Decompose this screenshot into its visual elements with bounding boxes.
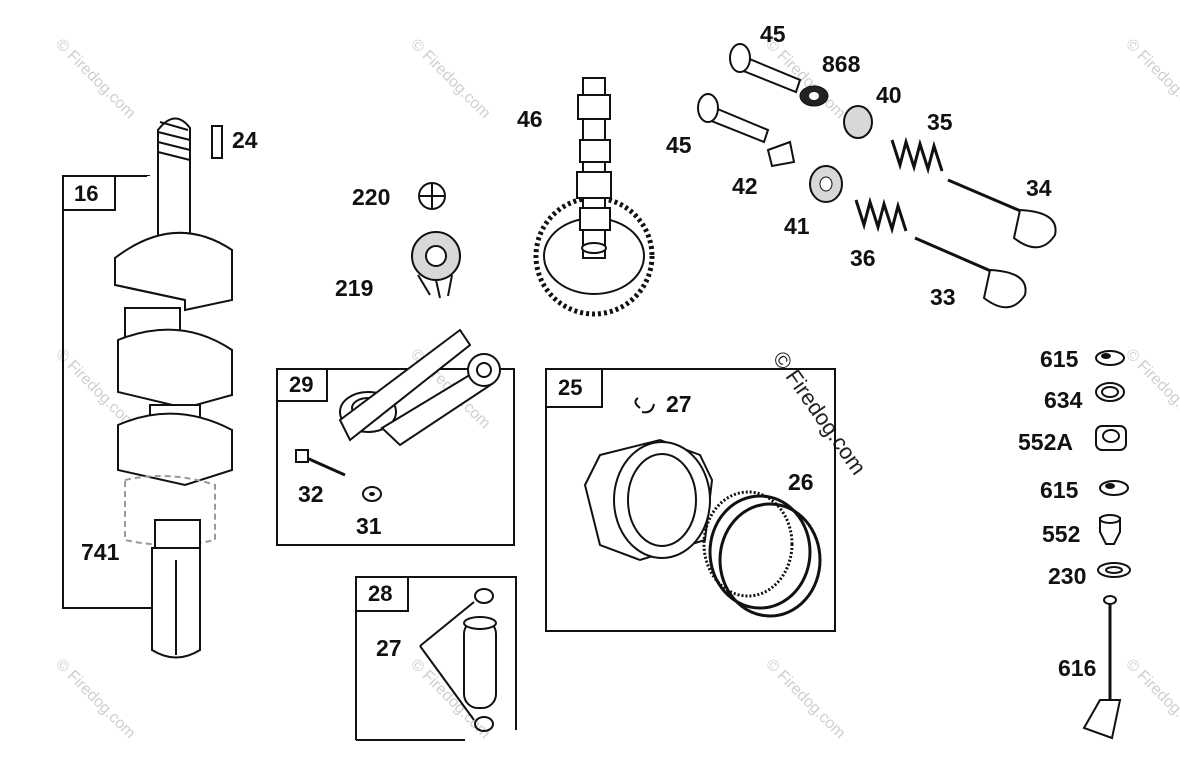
part-label-552[interactable]: 552 — [1042, 521, 1080, 547]
part-label-634[interactable]: 634 — [1044, 387, 1083, 413]
camshaft[interactable]: 46 — [517, 77, 655, 317]
part-label-31[interactable]: 31 — [356, 513, 382, 539]
part-label-615-bottom[interactable]: 615 — [1040, 477, 1079, 503]
part-label-27-piston[interactable]: 27 — [666, 391, 692, 417]
piston-assembly[interactable]: 25 27 26 — [545, 368, 836, 632]
part-label-220[interactable]: 220 — [352, 184, 390, 210]
assembly-box-25 — [545, 368, 836, 632]
part-label-40[interactable]: 40 — [876, 82, 902, 108]
watermark-main: © Firedog.com — [768, 347, 871, 480]
connecting-rod-assembly[interactable]: 29 32 31 — [276, 328, 515, 546]
assembly-box-29 — [276, 368, 515, 546]
watermark: © Firedog.com — [1122, 346, 1180, 432]
box-number-29: 29 — [289, 372, 313, 397]
part-label-552A[interactable]: 552A — [1018, 429, 1073, 455]
governor-shaft-arm — [1082, 699, 1122, 740]
part-label-33[interactable]: 33 — [930, 284, 956, 310]
part-label-36[interactable]: 36 — [850, 245, 876, 271]
box-number-28: 28 — [368, 581, 392, 606]
part-label-230[interactable]: 230 — [1048, 563, 1086, 589]
watermark: © Firedog.com — [1122, 656, 1180, 742]
valve-train[interactable]: 45 45 868 40 42 41 35 36 34 33 — [666, 21, 1057, 310]
part-label-34[interactable]: 34 — [1026, 175, 1052, 201]
part-label-27-pin[interactable]: 27 — [376, 635, 402, 661]
box-number-16: 16 — [74, 181, 98, 206]
watermark: © Firedog.com — [52, 36, 138, 122]
part-label-32[interactable]: 32 — [298, 481, 324, 507]
part-label-35[interactable]: 35 — [927, 109, 953, 135]
crankshaft-assembly[interactable]: 16 24 741 — [62, 117, 258, 659]
woodruff-key — [211, 125, 223, 159]
watermark: © Firedog.com — [52, 656, 138, 742]
part-label-219[interactable]: 219 — [335, 275, 373, 301]
piston-pin-assembly[interactable]: 28 27 — [355, 576, 517, 741]
assembly-box-28 — [355, 576, 517, 740]
watermark: © Firedog.com — [762, 656, 848, 742]
box-tag-29 — [276, 368, 328, 402]
part-label-24[interactable]: 24 — [232, 127, 258, 153]
part-label-46[interactable]: 46 — [517, 106, 543, 132]
box-number-25: 25 — [558, 375, 582, 400]
part-label-616[interactable]: 616 — [1058, 655, 1096, 681]
part-label-26[interactable]: 26 — [788, 469, 814, 495]
part-label-45-bottom[interactable]: 45 — [666, 132, 692, 158]
governor-parts[interactable]: 220 219 — [335, 182, 461, 301]
part-label-615-top[interactable]: 615 — [1040, 346, 1079, 372]
part-label-45-top[interactable]: 45 — [760, 21, 786, 47]
part-label-41[interactable]: 41 — [784, 213, 810, 239]
part-label-42[interactable]: 42 — [732, 173, 758, 199]
part-label-868[interactable]: 868 — [822, 51, 861, 77]
watermark: © Firedog.com — [1122, 36, 1180, 122]
right-parts-column[interactable]: 615 634 552A 615 552 230 616 — [1018, 346, 1131, 740]
part-label-741[interactable]: 741 — [81, 539, 120, 565]
box-tag-16 — [62, 175, 116, 211]
box-tag-28 — [355, 576, 409, 612]
watermark: © Firedog.com — [407, 36, 493, 122]
box-tag-25 — [545, 368, 603, 408]
